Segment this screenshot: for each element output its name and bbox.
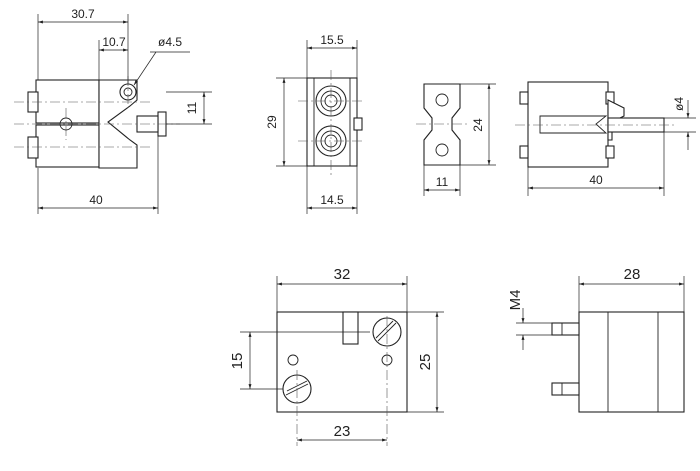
dim-29: 29	[265, 115, 279, 129]
dim-dia-4-5: ø4.5	[158, 35, 182, 49]
bottom-screw-bottom-slot	[286, 380, 308, 392]
dim-14-5: 14.5	[320, 193, 344, 207]
dim-24: 24	[471, 118, 485, 132]
front-body-lower	[35, 124, 100, 168]
dim-11-socket: 11	[436, 175, 449, 189]
dim-32: 32	[334, 266, 351, 283]
right-pin-top	[551, 322, 580, 336]
dim-15-5: 15.5	[320, 33, 344, 47]
side-view: ø4 40	[515, 81, 696, 196]
socket-body	[423, 83, 461, 166]
dim-25: 25	[417, 354, 434, 371]
front-view: 30.7 10.7 ø4.5 11 40	[14, 7, 212, 214]
front-body-upper	[35, 79, 100, 124]
side-slot	[539, 115, 608, 134]
end-tab	[353, 117, 363, 131]
dim-m4: M4	[507, 290, 524, 311]
right-view: M4 28	[507, 266, 685, 413]
dim-15: 15	[229, 353, 246, 370]
dim-23: 23	[334, 423, 351, 440]
dim-dia-4: ø4	[672, 97, 686, 111]
side-lug-bottom	[519, 145, 529, 159]
bottom-hole-left	[287, 354, 299, 366]
socket-hole-bottom	[435, 143, 449, 157]
bottom-slot	[342, 311, 359, 345]
side-lug-top	[519, 91, 529, 105]
bottom-view: 32 15 25 23	[229, 266, 444, 446]
hole-leader	[133, 51, 157, 86]
right-body	[578, 311, 685, 413]
dim-30-7: 30.7	[71, 7, 95, 21]
dim-40-front: 40	[89, 193, 103, 207]
bottom-screw-top-slot	[375, 320, 394, 339]
side-body	[527, 81, 609, 168]
front-plug-bottom	[27, 136, 39, 159]
dim-11: 11	[185, 101, 199, 114]
bottom-screw-top-slot	[377, 322, 397, 342]
side-lug-right-bottom	[605, 145, 615, 159]
dim-28: 28	[624, 266, 641, 283]
end-view: 15.5 29 14.5	[265, 33, 364, 214]
dim-10-7: 10.7	[102, 35, 126, 49]
right-pin-bottom	[551, 382, 580, 396]
socket-hole-top	[435, 93, 449, 107]
dim-40-side: 40	[589, 173, 603, 187]
socket-view: 24 11	[416, 83, 496, 196]
